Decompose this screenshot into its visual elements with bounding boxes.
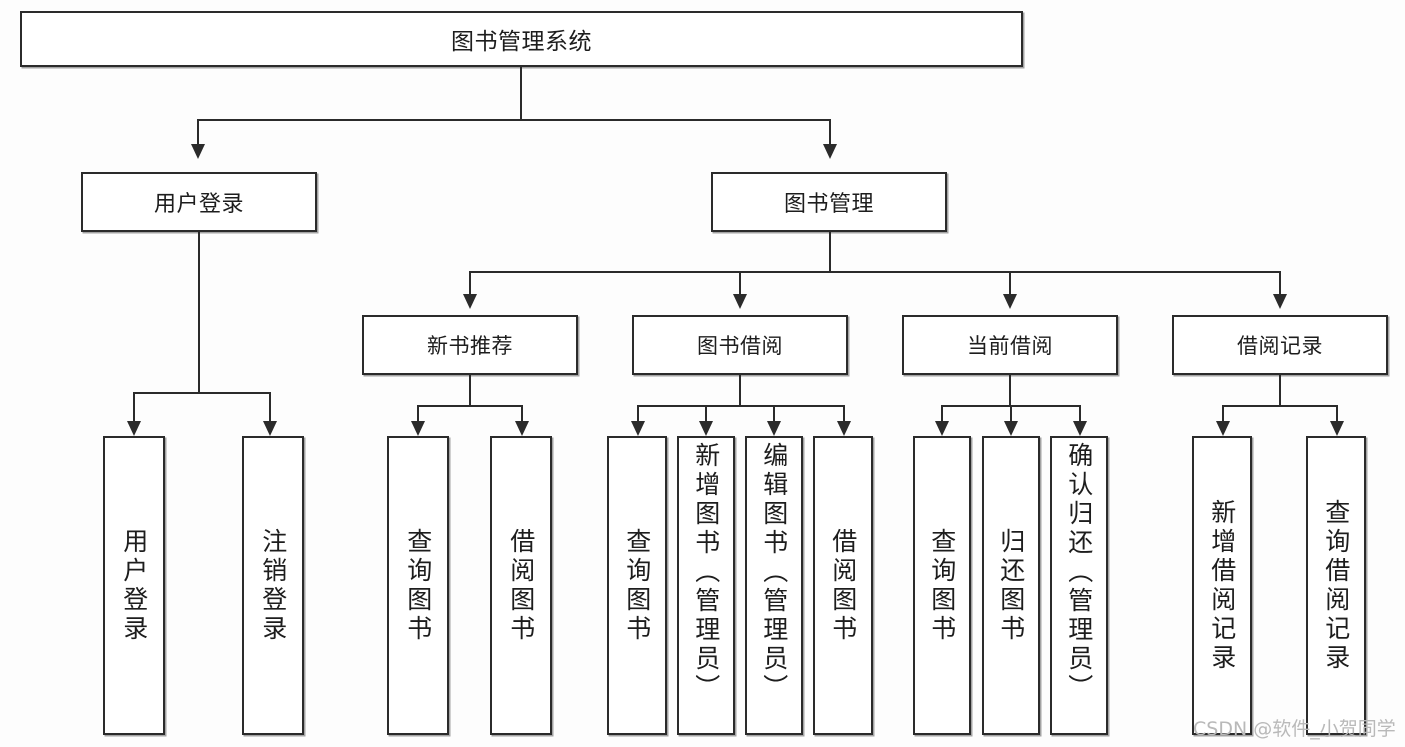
arrow-to-current-borrow xyxy=(1003,294,1017,309)
node-label: 当前借阅 xyxy=(967,334,1053,358)
edge-root-drop-left xyxy=(197,119,199,144)
arrow-to-bb-leaf-2 xyxy=(699,421,713,436)
node-label: 借阅图书 xyxy=(506,527,536,644)
edge-bm-drop-1 xyxy=(469,271,471,294)
node-book-management[interactable]: 图书管理 xyxy=(711,172,947,232)
node-label: 图书借阅 xyxy=(697,334,783,358)
edge-user-login-bus xyxy=(133,392,270,394)
edge-bm-drop-2 xyxy=(739,271,741,294)
edge-book-management-bus xyxy=(469,271,1281,273)
node-label: 查询借阅记录 xyxy=(1321,498,1351,673)
node-label: 查询图书 xyxy=(403,527,433,644)
node-label: 借阅图书 xyxy=(828,527,858,644)
edge-bb-stem xyxy=(739,375,741,405)
node-label: 新增图书（管理员） xyxy=(691,442,721,703)
edge-user-login-stem xyxy=(198,232,200,392)
leaf-logout[interactable]: 注销登录 xyxy=(242,436,304,735)
node-label: 查询图书 xyxy=(927,527,957,644)
edge-book-management-stem xyxy=(829,232,831,271)
arrow-to-nbr-leaf-1 xyxy=(411,421,425,436)
edge-bb-drop-3 xyxy=(773,405,775,421)
arrow-to-cb-leaf-2 xyxy=(1004,421,1018,436)
leaf-confirm-return-admin[interactable]: 确认归还（管理员） xyxy=(1050,436,1108,735)
arrow-to-book-borrow xyxy=(733,294,747,309)
node-label: 图书管理 xyxy=(783,192,874,217)
leaf-return-book[interactable]: 归还图书 xyxy=(982,436,1040,735)
leaf-add-borrow-record[interactable]: 新增借阅记录 xyxy=(1192,436,1252,735)
edge-nbr-bus xyxy=(417,405,522,407)
edge-root-stem xyxy=(520,67,522,119)
node-label: 新增借阅记录 xyxy=(1207,498,1237,673)
leaf-query-book-current[interactable]: 查询图书 xyxy=(913,436,971,735)
edge-cb-drop-3 xyxy=(1079,405,1081,421)
node-label: 新书推荐 xyxy=(427,334,513,358)
node-label: 确认归还（管理员） xyxy=(1064,442,1094,703)
leaf-query-borrow-record[interactable]: 查询借阅记录 xyxy=(1306,436,1366,735)
edge-nbr-drop-1 xyxy=(417,405,419,421)
edge-cb-stem xyxy=(1009,375,1011,405)
arrow-to-bb-leaf-4 xyxy=(837,421,851,436)
arrow-to-book-management xyxy=(823,144,837,159)
node-label: 注销登录 xyxy=(258,527,288,644)
leaf-query-book-recommend[interactable]: 查询图书 xyxy=(387,436,449,735)
node-new-book-recommend[interactable]: 新书推荐 xyxy=(362,315,578,375)
edge-root-bus xyxy=(197,119,830,121)
leaf-edit-book-admin[interactable]: 编辑图书（管理员） xyxy=(745,436,803,735)
node-label: 编辑图书（管理员） xyxy=(759,442,789,703)
node-current-borrow[interactable]: 当前借阅 xyxy=(902,315,1118,375)
edge-bm-drop-3 xyxy=(1009,271,1011,294)
edge-bb-bus xyxy=(637,405,845,407)
edge-bb-drop-2 xyxy=(705,405,707,421)
node-borrow-record[interactable]: 借阅记录 xyxy=(1172,315,1388,375)
arrow-to-borrow-record xyxy=(1273,294,1287,309)
arrow-to-bb-leaf-3 xyxy=(767,421,781,436)
edge-bm-drop-4 xyxy=(1279,271,1281,294)
arrow-to-cb-leaf-3 xyxy=(1073,421,1087,436)
edge-user-login-drop-1 xyxy=(133,392,135,421)
node-user-login[interactable]: 用户登录 xyxy=(81,172,317,232)
edge-nbr-stem xyxy=(469,375,471,405)
node-label: 用户登录 xyxy=(153,192,244,217)
node-label: 用户登录 xyxy=(119,527,149,644)
leaf-borrow-book[interactable]: 借阅图书 xyxy=(813,436,873,735)
edge-bb-drop-1 xyxy=(637,405,639,421)
edge-cb-drop-2 xyxy=(1010,405,1012,421)
leaf-borrow-book-recommend[interactable]: 借阅图书 xyxy=(490,436,552,735)
arrow-to-br-leaf-2 xyxy=(1330,421,1344,436)
arrow-to-new-book-recommend xyxy=(463,294,477,309)
edge-bb-drop-4 xyxy=(843,405,845,421)
leaf-user-login[interactable]: 用户登录 xyxy=(103,436,165,735)
edge-br-stem xyxy=(1279,375,1281,405)
edge-br-drop-1 xyxy=(1222,405,1224,421)
arrow-to-user-login xyxy=(191,144,205,159)
edge-cb-drop-1 xyxy=(941,405,943,421)
node-label: 借阅记录 xyxy=(1237,334,1323,358)
node-label: 查询图书 xyxy=(622,527,652,644)
edge-br-drop-2 xyxy=(1336,405,1338,421)
arrow-to-cb-leaf-1 xyxy=(935,421,949,436)
edge-root-drop-right xyxy=(829,119,831,144)
leaf-add-book-admin[interactable]: 新增图书（管理员） xyxy=(677,436,735,735)
edge-br-bus xyxy=(1222,405,1337,407)
node-label: 归还图书 xyxy=(996,527,1026,644)
arrow-to-br-leaf-1 xyxy=(1216,421,1230,436)
node-book-borrow[interactable]: 图书借阅 xyxy=(632,315,848,375)
edge-nbr-drop-2 xyxy=(521,405,523,421)
arrow-to-bb-leaf-1 xyxy=(631,421,645,436)
arrow-to-user-login-leaf xyxy=(127,421,141,436)
arrow-to-logout-leaf xyxy=(263,421,277,436)
node-root-book-management-system[interactable]: 图书管理系统 xyxy=(20,11,1023,67)
edge-user-login-drop-2 xyxy=(269,392,271,421)
arrow-to-nbr-leaf-2 xyxy=(515,421,529,436)
leaf-query-book-borrow[interactable]: 查询图书 xyxy=(607,436,667,735)
node-label: 图书管理系统 xyxy=(451,29,592,55)
